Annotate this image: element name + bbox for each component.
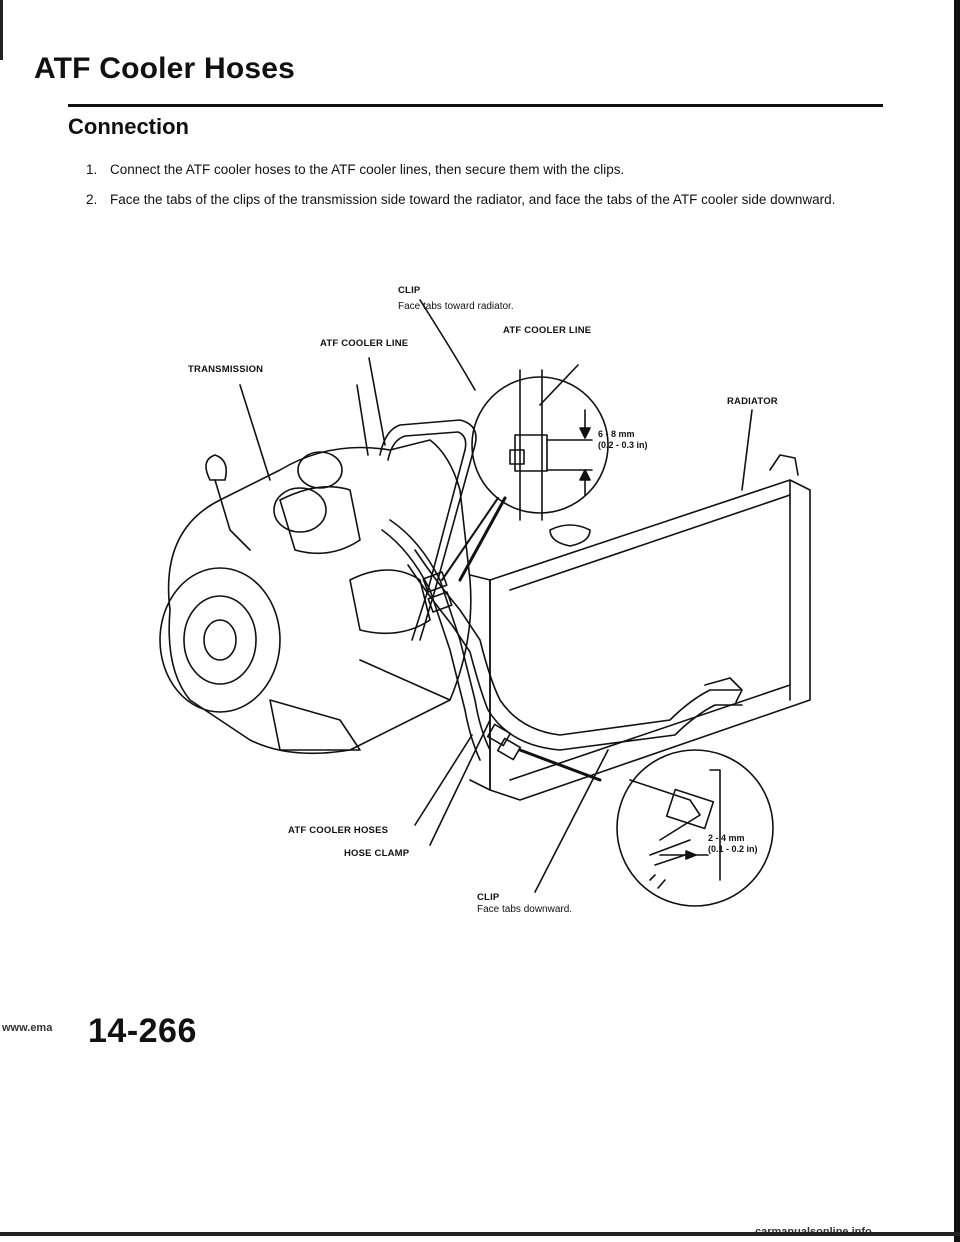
torque-converter <box>159 567 281 713</box>
radiator-cap <box>549 524 591 547</box>
clip-cooler-side <box>486 723 512 747</box>
clip-transmission-side <box>422 571 448 593</box>
clip-top-note: Face tabs toward radiator. <box>398 301 514 312</box>
bottom-rule <box>0 1232 960 1236</box>
atf-cooler-line <box>379 419 477 641</box>
diagram-illustration <box>159 299 811 907</box>
step-number: 2. <box>86 192 98 207</box>
step-text: Connect the ATF cooler hoses to the ATF … <box>110 162 625 177</box>
clip-top-label: CLIP <box>398 285 421 296</box>
spec-top: 6 - 8 mm (0.2 - 0.3 in) <box>598 429 648 451</box>
title-rule <box>68 104 883 107</box>
detail-circle-top <box>471 376 609 514</box>
procedure-steps: 1. Connect the ATF cooler hoses to the A… <box>86 160 886 220</box>
spec-bottom-mm: 2 - 4 mm <box>708 833 745 843</box>
page-edge-mark <box>0 0 3 60</box>
step-1: 1. Connect the ATF cooler hoses to the A… <box>86 160 886 180</box>
radiator-label: RADIATOR <box>727 396 778 407</box>
hose-clamp-label: HOSE CLAMP <box>344 848 410 859</box>
detail-circle-bottom <box>616 749 774 907</box>
spec-bottom-in: (0.1 - 0.2 in) <box>708 844 758 854</box>
step-text: Face the tabs of the clips of the transm… <box>110 192 836 207</box>
radiator-core <box>489 479 811 801</box>
step-number: 1. <box>86 162 98 177</box>
section-heading: Connection <box>68 114 189 139</box>
cooler-hose-diagram: CLIP Face tabs toward radiator. ATF COOL… <box>130 280 830 915</box>
atf-cooler-line-left-label: ATF COOLER LINE <box>320 338 409 349</box>
page-edge-bar <box>954 0 960 1242</box>
clip-bottom-label: CLIP <box>477 892 500 903</box>
spec-top-in: (0.2 - 0.3 in) <box>598 440 648 450</box>
transmission-label: TRANSMISSION <box>188 364 264 375</box>
spec-top-mm: 6 - 8 mm <box>598 429 635 439</box>
clip-bottom-note: Face tabs downward. <box>477 904 573 915</box>
transmission-body <box>167 439 472 755</box>
page-number: 14-266 <box>88 1012 197 1050</box>
watermark-left: www.ema <box>2 1022 53 1034</box>
atf-cooler-hose <box>414 549 741 736</box>
spec-bottom: 2 - 4 mm (0.1 - 0.2 in) <box>708 833 758 855</box>
page-title: ATF Cooler Hoses <box>34 52 296 85</box>
step-2: 2. Face the tabs of the clips of the tra… <box>86 190 886 210</box>
atf-cooler-line-right-label: ATF COOLER LINE <box>503 325 592 336</box>
atf-cooler-hoses-label: ATF COOLER HOSES <box>288 825 389 836</box>
